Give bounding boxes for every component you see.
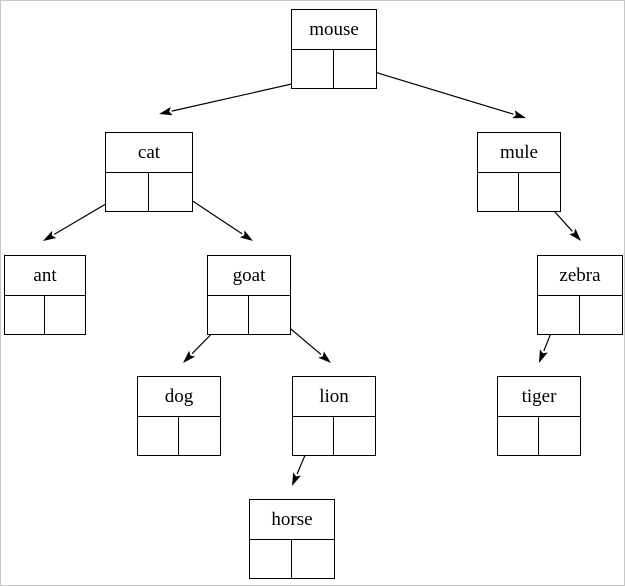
tree-node-label: mouse [309,19,359,40]
tree-node-label: lion [319,386,349,407]
tree-node-ant: ant [4,255,86,335]
tree-node-pointer-row [106,172,192,211]
tree-node-label: tiger [521,386,557,407]
edge-arrowhead [569,228,581,241]
tree-node-right-pointer-cell [580,296,622,334]
tree-node-right-pointer-cell [249,296,290,334]
tree-node-pointer-row [138,416,220,455]
tree-node-right-pointer-cell [539,417,580,455]
tree-node-label: ant [33,265,57,286]
edge-arrowhead [43,230,57,241]
tree-node-horse: horse [249,499,335,579]
edge-arrowhead [183,350,196,363]
tree-node-left-pointer-cell [106,173,149,211]
tree-node-left-pointer-cell [250,540,292,578]
tree-node-goat: goat [207,255,291,335]
tree-node-left-pointer-cell [293,417,334,455]
tree-node-right-pointer-cell [45,296,85,334]
tree-node-label: mule [500,142,538,163]
tree-edge-mouse-to-mule [357,66,526,119]
tree-node-label: cat [137,142,161,163]
tree-node-left-pointer-cell [292,50,334,88]
tree-node-left-pointer-cell [478,173,519,211]
tree-node-pointer-row [5,295,85,334]
tree-node-left-pointer-cell [498,417,539,455]
tree-node-right-pointer-cell [292,540,334,578]
tree-node-mule: mule [477,132,561,212]
tree-node-pointer-row [292,49,376,88]
edge-arrowhead [539,349,548,363]
tree-node-lion: lion [292,376,376,456]
tree-node-right-pointer-cell [149,173,192,211]
tree-node-right-pointer-cell [519,173,560,211]
edge-arrowhead [239,230,253,241]
tree-node-left-pointer-cell [538,296,580,334]
edge-arrowhead [159,107,173,116]
tree-node-mouse: mouse [291,9,377,89]
tree-node-label: zebra [559,265,601,286]
edge-arrowhead [292,472,301,486]
tree-node-pointer-row [498,416,580,455]
tree-node-zebra: zebra [537,255,623,335]
tree-node-label: horse [271,509,313,530]
tree-node-label: goat [232,265,266,286]
tree-node-left-pointer-cell [208,296,249,334]
tree-node-right-pointer-cell [334,50,376,88]
tree-node-cat: cat [105,132,193,212]
tree-node-right-pointer-cell [179,417,220,455]
edge-shaft [357,66,514,115]
tree-node-pointer-row [478,172,560,211]
tree-node-tiger: tiger [497,376,581,456]
tree-node-left-pointer-cell [138,417,179,455]
edge-arrowhead [512,110,526,119]
tree-node-pointer-row [208,295,290,334]
tree-node-label: dog [164,386,194,407]
tree-node-left-pointer-cell [5,296,45,334]
tree-node-right-pointer-cell [334,417,375,455]
tree-node-pointer-row [250,539,334,578]
tree-node-pointer-row [538,295,622,334]
edge-arrowhead [318,351,331,363]
tree-node-dog: dog [137,376,221,456]
tree-node-pointer-row [293,416,375,455]
